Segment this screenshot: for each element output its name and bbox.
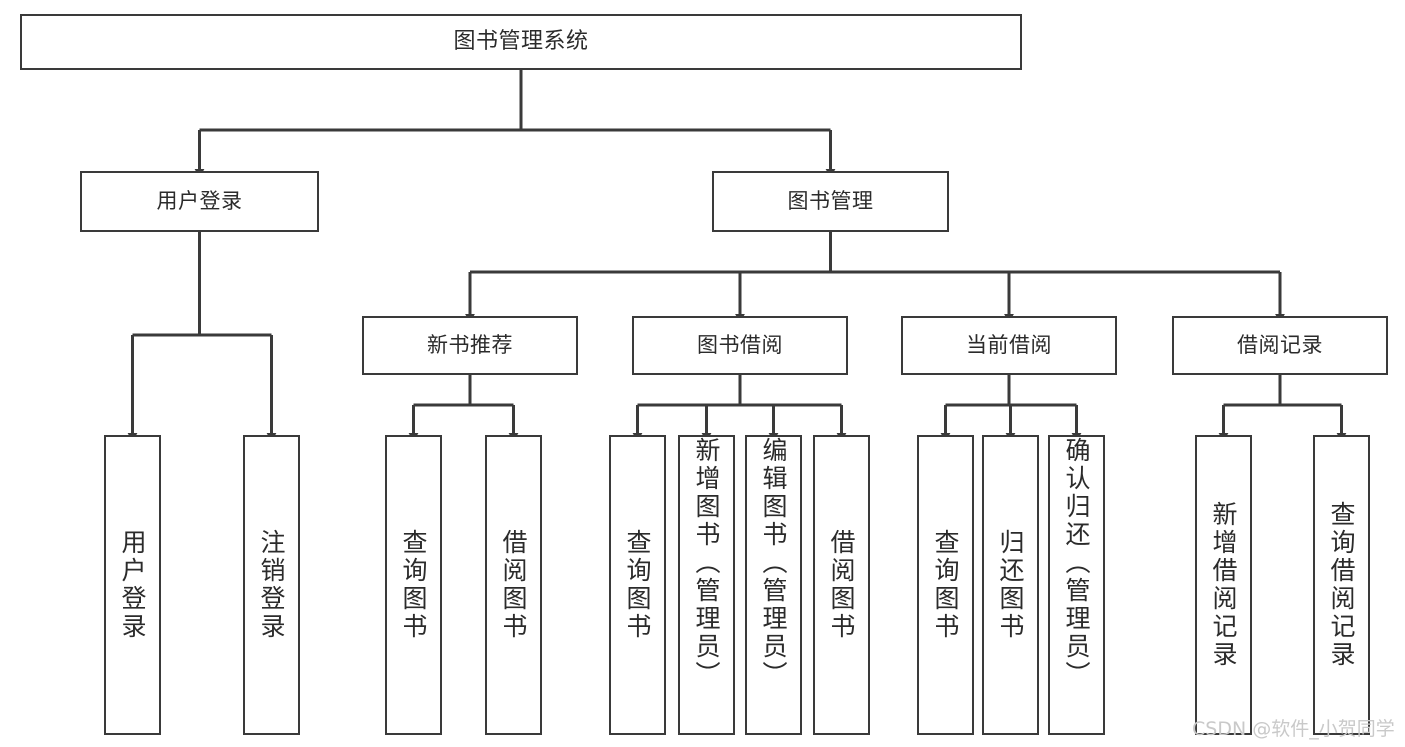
node-leaf-borrow-book-1[interactable]: 借阅图书	[485, 435, 542, 735]
node-leaf-logout[interactable]: 注销登录	[243, 435, 300, 735]
node-new-book-rec[interactable]: 新书推荐	[362, 316, 578, 375]
node-label-user-login: 用户登录	[156, 189, 243, 214]
node-label-leaf-query-book-2: 查询图书	[623, 529, 652, 641]
node-label-leaf-return-book: 归还图书	[996, 529, 1025, 641]
csdn-watermark: CSDN @软件_小贺同学	[1192, 718, 1395, 740]
node-label-leaf-query-book-3: 查询图书	[931, 529, 960, 641]
node-label-leaf-query-record: 查询借阅记录	[1327, 501, 1356, 669]
node-leaf-edit-book[interactable]: 编辑图书（管理员）	[745, 435, 802, 735]
node-leaf-borrow-book-2[interactable]: 借阅图书	[813, 435, 870, 735]
node-label-new-book-rec: 新书推荐	[427, 333, 513, 358]
node-label-book-manage: 图书管理	[787, 189, 874, 214]
node-leaf-query-book-1[interactable]: 查询图书	[385, 435, 442, 735]
node-label-leaf-borrow-book-2: 借阅图书	[827, 529, 856, 641]
node-leaf-add-book[interactable]: 新增图书（管理员）	[678, 435, 735, 735]
node-book-borrow[interactable]: 图书借阅	[632, 316, 848, 375]
node-label-leaf-confirm-return: 确认归还（管理员）	[1062, 437, 1091, 689]
node-label-book-borrow: 图书借阅	[697, 333, 783, 358]
node-user-login[interactable]: 用户登录	[80, 171, 319, 232]
node-label-root: 图书管理系统	[453, 29, 589, 55]
node-leaf-query-book-3[interactable]: 查询图书	[917, 435, 974, 735]
node-label-leaf-add-book: 新增图书（管理员）	[692, 437, 721, 689]
node-label-leaf-query-book-1: 查询图书	[399, 529, 428, 641]
node-root[interactable]: 图书管理系统	[20, 14, 1022, 70]
node-leaf-query-book-2[interactable]: 查询图书	[609, 435, 666, 735]
node-borrow-record[interactable]: 借阅记录	[1172, 316, 1388, 375]
node-leaf-user-login[interactable]: 用户登录	[104, 435, 161, 735]
node-current-borrow[interactable]: 当前借阅	[901, 316, 1117, 375]
node-label-borrow-record: 借阅记录	[1237, 333, 1323, 358]
node-label-leaf-logout: 注销登录	[257, 529, 286, 641]
node-label-leaf-add-record: 新增借阅记录	[1209, 501, 1238, 669]
node-label-leaf-edit-book: 编辑图书（管理员）	[759, 437, 788, 689]
node-leaf-return-book[interactable]: 归还图书	[982, 435, 1039, 735]
node-leaf-confirm-return[interactable]: 确认归还（管理员）	[1048, 435, 1105, 735]
node-leaf-add-record[interactable]: 新增借阅记录	[1195, 435, 1252, 735]
node-label-current-borrow: 当前借阅	[966, 333, 1052, 358]
node-book-manage[interactable]: 图书管理	[712, 171, 949, 232]
node-label-leaf-user-login: 用户登录	[118, 529, 147, 641]
node-leaf-query-record[interactable]: 查询借阅记录	[1313, 435, 1370, 735]
node-label-leaf-borrow-book-1: 借阅图书	[499, 529, 528, 641]
